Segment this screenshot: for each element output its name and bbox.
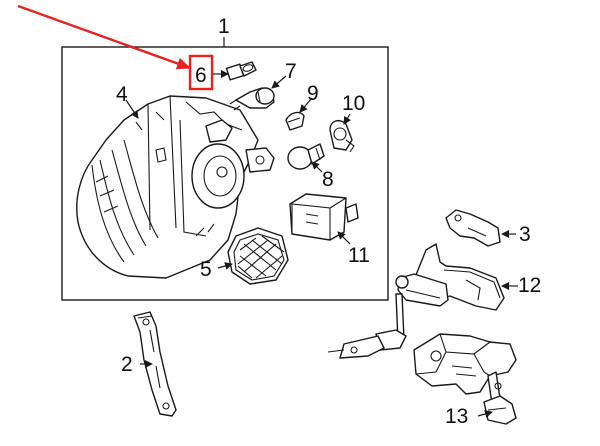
gasket-part-5 [227,227,289,285]
headlamp-assembly-frame: 1 [61,15,389,301]
leveling-sensor-part-12 [327,243,505,359]
bulb-part-8 [287,143,325,170]
mounting-strap-part-2 [133,311,177,417]
callout-1: 1 [218,15,230,38]
callout-3: 3 [519,223,531,246]
bracket-part-3 [445,209,501,247]
callout-5: 5 [200,258,212,281]
part-6-highlight-box [188,54,214,91]
callout-7: 7 [285,60,297,83]
callout-2: 2 [121,353,133,376]
bulb-part-7 [229,87,275,111]
callout-9: 9 [307,82,319,105]
callout-10: 10 [342,92,365,115]
callout-8: 8 [322,168,334,191]
bulb-part-6 [225,61,257,81]
bulb-part-9 [285,111,305,131]
headlamp-housing [76,95,275,279]
module-part-11 [289,193,359,241]
callout-4: 4 [116,83,128,106]
socket-part-10 [329,119,355,153]
callout-11: 11 [348,244,370,267]
callout-12: 12 [518,274,541,297]
callout-6: 6 [195,64,207,87]
callout-13: 13 [445,405,468,428]
pointer-arrow [17,4,191,70]
